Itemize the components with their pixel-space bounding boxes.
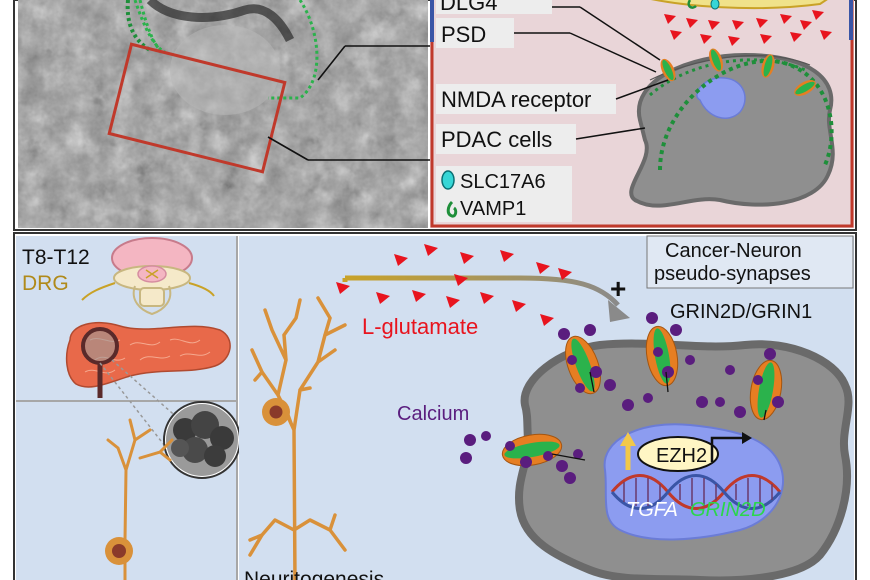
title-line1: Cancer-Neuron [665,240,802,262]
bottom-panel: T8-T12 DRG [14,233,856,580]
level-label: T8-T12 [22,246,90,269]
top-panel: DLG4 PSD NMDA receptor PDAC cells SLC17A… [14,0,856,230]
legend-slc17a6: SLC17A6 [460,171,546,193]
drg-label: DRG [22,272,69,295]
label-pdac-cells: PDAC cells [441,127,552,152]
ezh2-label: EZH2 [656,445,707,467]
label-psd: PSD [441,22,486,47]
tumor-zoom [164,402,240,478]
electron-micrograph [18,0,428,228]
calcium-label: Calcium [397,403,469,425]
legend-vamp1: VAMP1 [460,198,526,220]
grin2d-label: GRIN2D [690,499,766,521]
l-glutamate-label: L-glutamate [362,314,478,339]
slc17a6-icon [442,171,454,189]
label-dlg4: DLG4 [440,0,497,15]
label-nmda-receptor: NMDA receptor [441,87,591,112]
grin-label: GRIN2D/GRIN1 [670,301,812,323]
pdac-cell [631,55,833,206]
neuritogenesis-label: Neuritogenesis [244,568,384,580]
tgfa-label: TGFA [626,499,678,521]
title-line2: pseudo-synapses [654,263,811,285]
